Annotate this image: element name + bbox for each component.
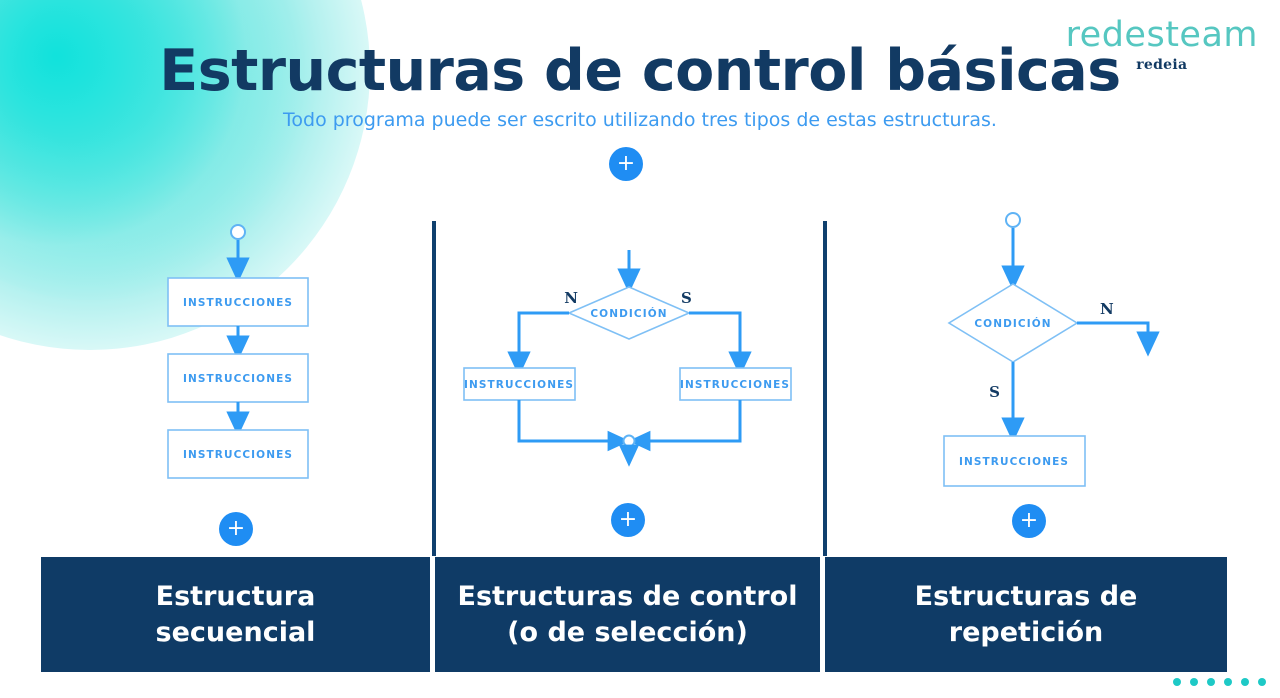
decision-diamond-col3-label: CONDICIÓN xyxy=(974,317,1051,330)
merge-path-left-col2 xyxy=(517,400,630,452)
decision-diamond-col2 xyxy=(566,286,692,340)
instruction-box-1 xyxy=(167,277,309,327)
page-title: Estructuras de control básicas xyxy=(159,38,1121,104)
dot xyxy=(1173,678,1181,686)
instruction-box-right-col2 xyxy=(679,367,792,401)
caption-line-2: (o de selección) xyxy=(507,616,748,648)
start-node-circle-col3 xyxy=(1005,212,1021,228)
caption-line-1: Estructuras de control xyxy=(457,581,798,613)
merge-node-circle-col2 xyxy=(622,434,636,448)
dot xyxy=(1190,678,1198,686)
start-node-circle-col1 xyxy=(230,224,246,240)
column-divider-1 xyxy=(432,221,436,556)
instruction-box-col3-label: INSTRUCCIONES xyxy=(959,456,1069,468)
dot xyxy=(1224,678,1232,686)
flowchart-repetition: CONDICIÓN N S INSTRUCCIONES xyxy=(943,212,1160,487)
column-divider-2 xyxy=(823,221,827,556)
flowchart-sequential: INSTRUCCIONES INSTRUCCIONES INSTRUCCIONE… xyxy=(167,224,309,479)
instruction-box-2 xyxy=(167,353,309,403)
decorative-dot-row xyxy=(1173,678,1266,686)
dot xyxy=(1258,678,1266,686)
dot xyxy=(1241,678,1249,686)
instruction-box-2-label: INSTRUCCIONES xyxy=(183,373,293,385)
caption-bar-seleccion[interactable]: Estructuras de control (o de selección) xyxy=(435,557,820,672)
brand-name: redesteam xyxy=(1065,15,1258,55)
caption-bar-repeticion[interactable]: Estructuras de repetición xyxy=(825,557,1227,672)
page-subtitle: Todo programa puede ser escrito utilizan… xyxy=(283,109,997,131)
merge-path-right-col2 xyxy=(628,400,742,452)
caption-bar-secuencial[interactable]: Estructura secuencial xyxy=(41,557,430,672)
caption-line-2: secuencial xyxy=(155,616,316,648)
flowchart-selection: CONDICIÓN N S INSTRUCCIONES INSTRUCCIONE… xyxy=(463,250,792,467)
caption-line-1: Estructuras de xyxy=(914,581,1138,613)
branch-label-n-col2: N xyxy=(564,289,578,307)
instruction-box-1-label: INSTRUCCIONES xyxy=(183,297,293,309)
expand-plus-button-top[interactable]: + xyxy=(609,147,643,181)
instruction-box-col3 xyxy=(943,435,1086,487)
branch-n-path-col2 xyxy=(507,311,569,377)
expand-plus-button-col1[interactable]: + xyxy=(219,512,253,546)
instruction-box-3 xyxy=(167,429,309,479)
branch-n-path-col3 xyxy=(1077,321,1160,357)
brand-parent-name: redeia xyxy=(1136,57,1188,73)
branch-label-s-col2: S xyxy=(681,289,692,307)
instruction-box-right-col2-label: INSTRUCCIONES xyxy=(680,379,790,391)
branch-s-path-col2 xyxy=(689,311,752,377)
instruction-box-3-label: INSTRUCCIONES xyxy=(183,449,293,461)
instruction-box-left-col2-label: INSTRUCCIONES xyxy=(464,379,574,391)
caption-line-1: Estructura xyxy=(155,581,316,613)
dot xyxy=(1207,678,1215,686)
instruction-box-left-col2 xyxy=(463,367,576,401)
brand-logo: redesteam redeia xyxy=(1065,15,1258,73)
decision-diamond-col2-label: CONDICIÓN xyxy=(590,307,667,320)
expand-plus-button-col2[interactable]: + xyxy=(611,503,645,537)
branch-label-n-col3: N xyxy=(1100,300,1114,318)
expand-plus-button-col3[interactable]: + xyxy=(1012,504,1046,538)
caption-line-2: repetición xyxy=(948,616,1104,648)
branch-label-s-col3: S xyxy=(989,383,1000,401)
